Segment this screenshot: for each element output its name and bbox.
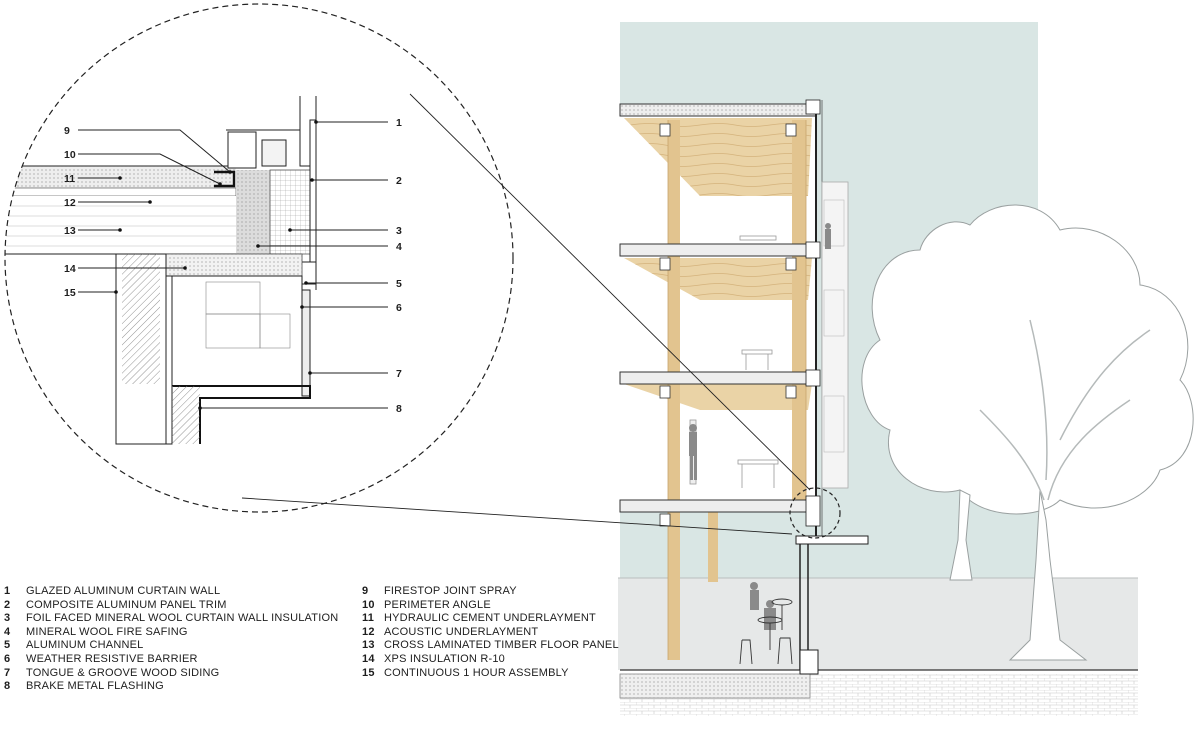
legend-text: FIRESTOP JOINT SPRAY xyxy=(384,585,517,597)
legend-text: COMPOSITE ALUMINUM PANEL TRIM xyxy=(26,598,227,611)
perimeter-angle xyxy=(214,170,236,188)
legend-number: 2 xyxy=(4,598,11,611)
detail-enlargement: 1 2 3 4 5 6 7 8 9 10 11 12 13 14 15 xyxy=(4,3,811,535)
legend-text: PERIMETER ANGLE xyxy=(384,598,491,611)
legend-item: 2 COMPOSITE ALUMINUM PANEL TRIM xyxy=(4,599,338,613)
legend-item: 12 ACOUSTIC UNDERLAYMENT xyxy=(362,626,619,640)
legend-text: FOIL FACED MINERAL WOOL CURTAIN WALL INS… xyxy=(26,612,339,625)
legend-item: 10 PERIMETER ANGLE xyxy=(362,599,619,613)
legend-number: 7 xyxy=(4,666,11,679)
detail-enlargement-circle xyxy=(4,3,514,513)
legend-item: 7 TONGUE & GROOVE WOOD SIDING xyxy=(4,667,338,681)
legend-text: ALUMINUM CHANNEL xyxy=(26,639,144,652)
legend-number: 15 xyxy=(362,666,375,679)
legend-item: 1 GLAZED ALUMINUM CURTAIN WALL xyxy=(4,585,338,599)
callout-6: 6 xyxy=(396,302,402,314)
legend-item: 3 FOIL FACED MINERAL WOOL CURTAIN WALL IN… xyxy=(4,612,338,626)
callout-3: 3 xyxy=(396,225,402,237)
legend-number: 11 xyxy=(362,612,375,625)
building-section xyxy=(618,22,1194,716)
floor-slabs xyxy=(619,103,817,527)
connector-line-top xyxy=(409,93,811,491)
legend-number: 6 xyxy=(4,652,11,665)
wood-siding xyxy=(301,289,311,397)
legend-number: 1 xyxy=(4,585,11,597)
legend-number: 14 xyxy=(362,652,375,665)
legend-item: 14 XPS INSULATION R-10 xyxy=(362,653,619,667)
callouts-left: 9 10 11 12 13 14 15 xyxy=(64,125,76,299)
callout-15: 15 xyxy=(64,287,76,299)
legend-left-column: 1 GLAZED ALUMINUM CURTAIN WALL 2 COMPOSITE… xyxy=(4,585,338,694)
callout-11: 11 xyxy=(64,173,75,185)
callout-12: 12 xyxy=(64,197,76,209)
legend-number: 9 xyxy=(362,585,369,597)
legend-number: 13 xyxy=(362,639,375,652)
leaders-right xyxy=(200,121,388,409)
callout-9: 9 xyxy=(64,125,70,137)
connector-line-bottom xyxy=(241,497,793,535)
leader-dots-right xyxy=(198,120,318,410)
legend-text: ACOUSTIC UNDERLAYMENT xyxy=(384,625,539,638)
header-beam xyxy=(171,275,303,387)
legend-text: MINERAL WOOL FIRE SAFING xyxy=(26,625,188,638)
legend-text: CONTINUOUS 1 HOUR ASSEMBLY xyxy=(384,666,569,679)
legend-text: GLAZED ALUMINUM CURTAIN WALL xyxy=(26,585,221,597)
legend-item: 8 BRAKE METAL FLASHING xyxy=(4,680,338,694)
legend-number: 5 xyxy=(4,639,11,652)
legend-number: 10 xyxy=(362,598,375,611)
acoustic-underlayment-layer xyxy=(5,187,237,197)
callout-5: 5 xyxy=(396,278,402,290)
curtain-wall-mullion xyxy=(226,96,317,290)
legend-item: 11 HYDRAULIC CEMENT UNDERLAYMENT xyxy=(362,612,619,626)
callout-10: 10 xyxy=(64,149,76,161)
timber-columns xyxy=(667,120,807,660)
curtain-wall xyxy=(795,99,869,675)
legend-item: 13 CROSS LAMINATED TIMBER FLOOR PANEL xyxy=(362,639,619,653)
people-figures xyxy=(689,223,831,630)
legend-text: CROSS LAMINATED TIMBER FLOOR PANEL xyxy=(384,639,619,652)
legend-number: 4 xyxy=(4,625,11,638)
legend-text: XPS INSULATION R-10 xyxy=(384,652,505,665)
legend-text: WEATHER RESISTIVE BARRIER xyxy=(26,652,198,665)
legend-number: 3 xyxy=(4,612,11,625)
leaders-left xyxy=(78,129,231,293)
callout-1: 1 xyxy=(396,117,402,129)
callout-14: 14 xyxy=(64,263,76,275)
leader-dots-left xyxy=(114,170,232,294)
detail-location-circle xyxy=(789,487,841,539)
legend-item: 6 WEATHER RESISTIVE BARRIER xyxy=(4,653,338,667)
callout-13: 13 xyxy=(64,225,76,237)
clt-panel-layer xyxy=(5,196,236,254)
legend-number: 8 xyxy=(4,680,11,693)
legend-text: BRAKE METAL FLASHING xyxy=(26,680,164,693)
tree-illustration xyxy=(861,204,1194,661)
legend-number: 12 xyxy=(362,625,375,638)
legend-item: 5 ALUMINUM CHANNEL xyxy=(4,639,338,653)
callout-8: 8 xyxy=(396,403,402,415)
callout-7: 7 xyxy=(396,368,402,380)
legend-item: 15 CONTINUOUS 1 HOUR ASSEMBLY xyxy=(362,667,619,681)
legend-text: TONGUE & GROOVE WOOD SIDING xyxy=(26,666,220,679)
callouts-right: 1 2 3 4 5 6 7 8 xyxy=(396,117,402,415)
legend-item: 4 MINERAL WOOL FIRE SAFING xyxy=(4,626,338,640)
legend-text: HYDRAULIC CEMENT UNDERLAYMENT xyxy=(384,612,596,625)
callout-2: 2 xyxy=(396,175,402,187)
callout-4: 4 xyxy=(396,241,402,253)
legend-item: 9 FIRESTOP JOINT SPRAY xyxy=(362,585,619,599)
cafe-tables xyxy=(739,598,793,665)
